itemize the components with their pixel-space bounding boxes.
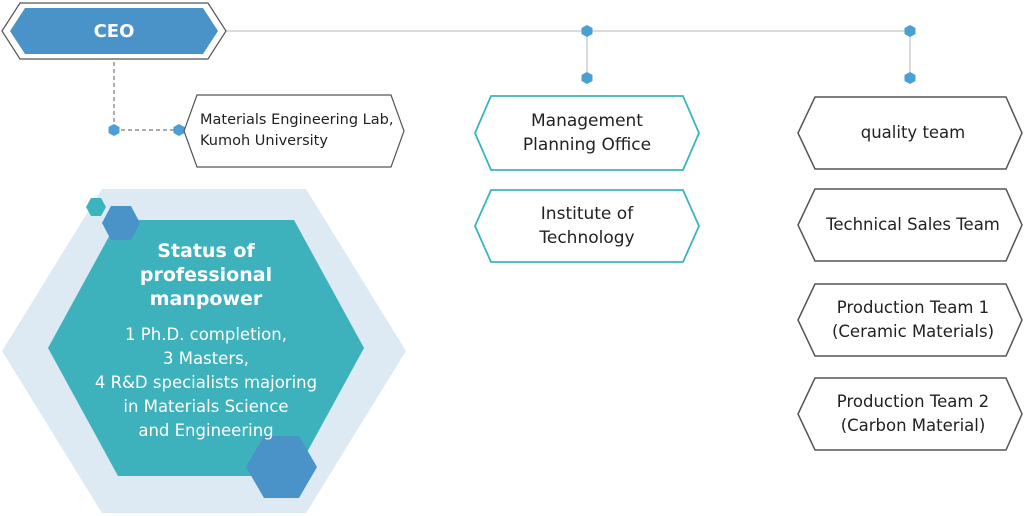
middle-bottom-dot (581, 72, 593, 84)
manpower-bottom-accent-hex (246, 436, 317, 498)
lab-right-dot (173, 124, 185, 136)
management-planning-office-label: Management Planning Office (522, 111, 652, 155)
manpower-body: 1 Ph.D. completion, 3 Masters, 4 R&D spe… (94, 325, 318, 440)
manpower-top-accent-hex (102, 206, 140, 240)
institute-of-technology-label: Institute of Technology (539, 204, 635, 248)
quality-team-label: quality team (860, 123, 966, 142)
manpower-title: Status of professional manpower (139, 240, 273, 310)
middle-top-dot (581, 25, 593, 37)
right-bottom-dot (904, 72, 916, 84)
production-team-2-node (797, 377, 1023, 451)
lab-node (183, 94, 405, 168)
lab-left-dot (108, 124, 120, 136)
technical-sales-team-node (797, 188, 1023, 262)
production-team-1-label: Production Team 1 (Ceramic Materials) (831, 298, 995, 341)
management-planning-office-node (474, 95, 700, 171)
production-team-1-node (797, 283, 1023, 357)
ceo-node (10, 8, 218, 54)
right-top-dot (904, 25, 916, 37)
manpower-small-teal-hex (86, 198, 106, 216)
ceo-node-outline (1, 2, 227, 60)
lab-label: Materials Engineering Lab, Kumoh Univers… (200, 112, 394, 149)
technical-sales-team-label: Technical Sales Team (826, 215, 1000, 234)
institute-of-technology-node (474, 189, 700, 263)
manpower-hex (48, 220, 364, 476)
production-team-2-label: Production Team 2 (Carbon Material) (836, 392, 990, 435)
ceo-label: CEO (93, 20, 135, 42)
quality-team-node (797, 96, 1023, 170)
